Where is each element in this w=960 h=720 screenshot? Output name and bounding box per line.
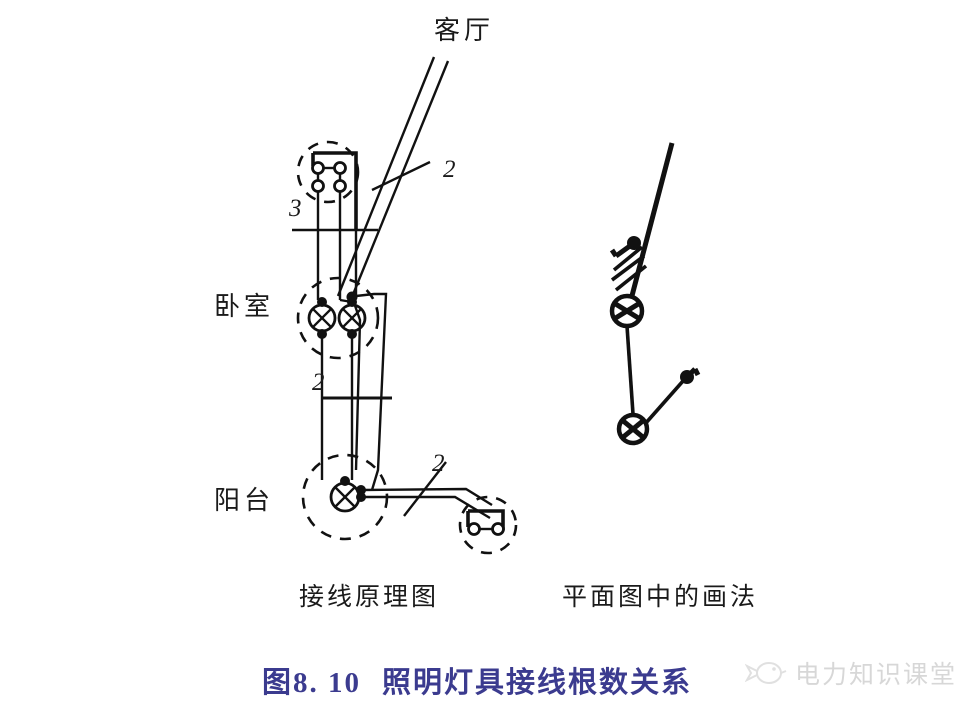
watermark-text: 电力知识课堂: [795, 661, 958, 689]
panel-caption-plan: 平面图中的画法: [562, 584, 759, 611]
one-gang-switch: [458, 495, 518, 555]
wire-count-tick-balcony: [403, 461, 447, 517]
wire-count-living-room-feed: 2: [443, 156, 456, 183]
figure-title: 照明灯具接线根数关系: [382, 667, 693, 699]
room-label-living-room: 客厅: [434, 16, 495, 45]
figure-number: 图8. 10: [262, 667, 362, 699]
wire-count-balcony-switch: 2: [432, 450, 445, 477]
bird-logo-icon: [745, 662, 787, 684]
room-label-bedroom: 卧室: [214, 292, 275, 321]
balcony-switch-wires: [360, 487, 493, 520]
watermark: 电力知识课堂: [745, 655, 957, 691]
conduit-outline: [350, 292, 388, 491]
bedroom-lamp-group: [296, 276, 380, 480]
switch-to-lamp-wires: [316, 192, 358, 300]
two-gang-switch: [296, 140, 360, 230]
wire-count-tick-feed: [371, 160, 431, 192]
panel-caption-schematic: 接线原理图: [299, 584, 440, 611]
plan-view-group: [609, 142, 701, 446]
room-label-balcony: 阳台: [214, 486, 275, 515]
wire-count-switch-to-lamp: 3: [289, 195, 302, 222]
wire-count-bedroom-to-balcony: 2: [312, 369, 325, 396]
living-room-feed-wires: [336, 56, 450, 298]
